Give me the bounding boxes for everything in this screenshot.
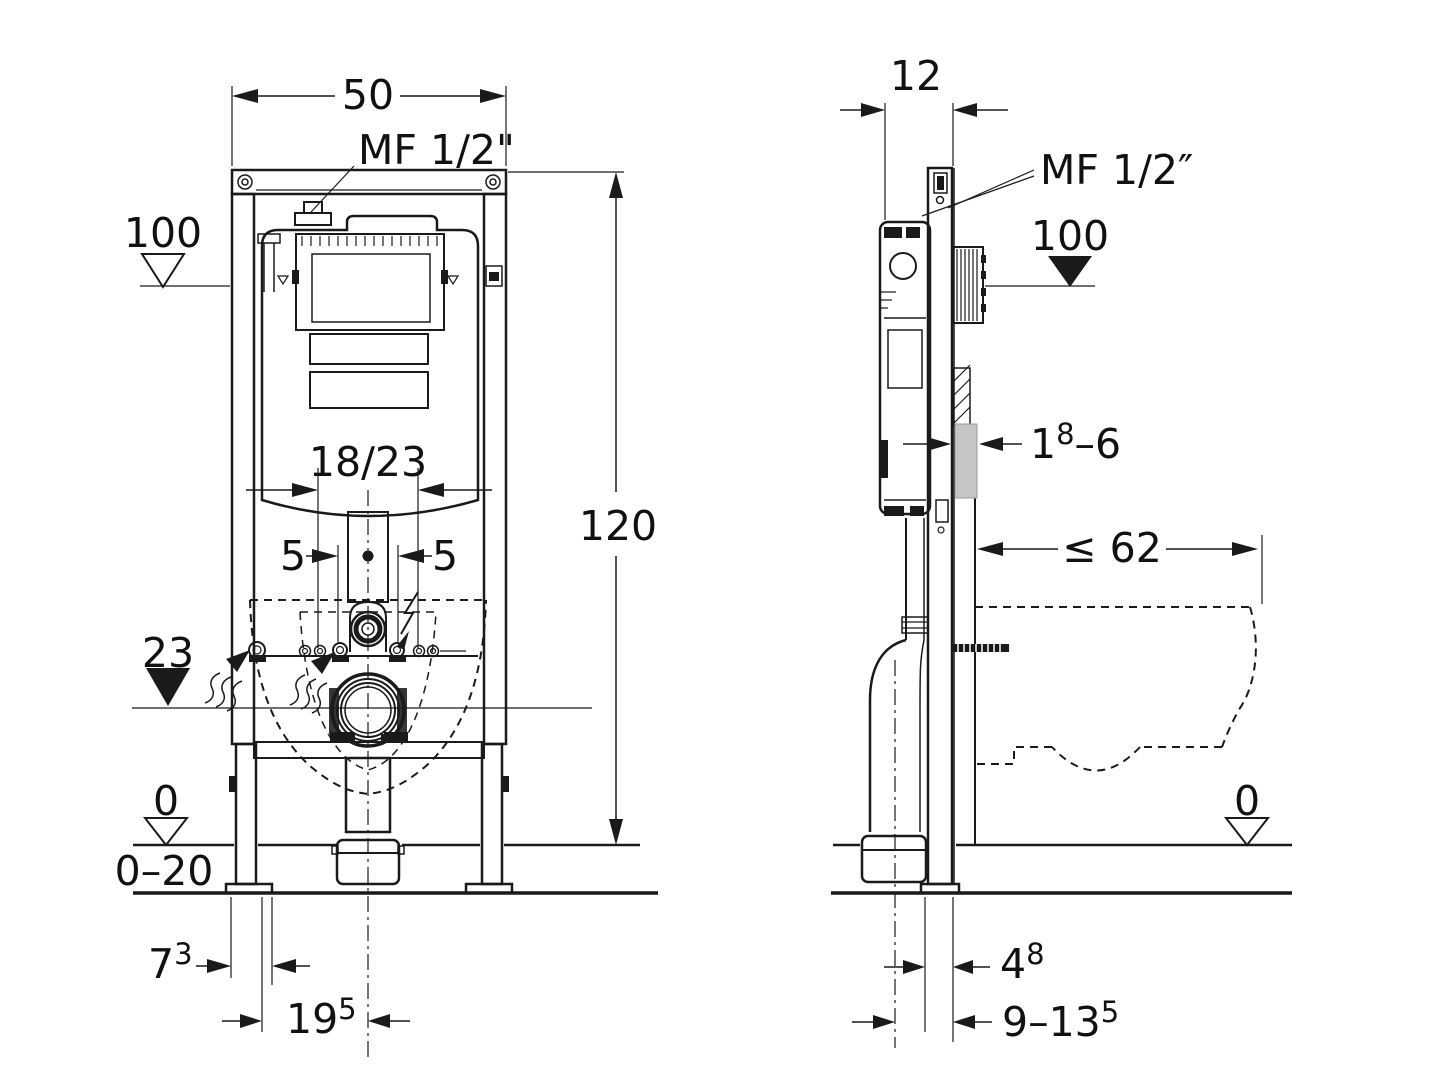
dim-19-5-label: 195 — [286, 992, 357, 1043]
supply-label-side-text: MF 1/2″ — [1040, 146, 1193, 194]
center-reference-dot — [362, 550, 374, 562]
water-level-mark-right — [446, 275, 460, 286]
dim-width-label: 50 — [342, 71, 394, 119]
water-level-mark-left — [276, 275, 290, 286]
front-view: 50 MF 1/2" 100 120 18/23 — [115, 71, 658, 1058]
dim-wall-range-label: 18–6 — [1030, 417, 1121, 468]
level-0-side: 0 — [1223, 777, 1271, 847]
flush-valve-unit — [292, 233, 448, 331]
threaded-rod — [953, 644, 1009, 652]
level-100-label: 100 — [124, 209, 202, 257]
dim-offset-right-label: 5 — [432, 532, 458, 580]
inspection-window-upper — [309, 333, 429, 365]
wavy-arrow-left — [204, 650, 250, 712]
side-view: 12 MF 1/2″ 100 18–6 ≤ 62 — [831, 52, 1292, 1048]
dim-width-50: 50 — [231, 71, 507, 166]
dim-height-120: 120 — [508, 171, 657, 845]
floor-lines-front — [133, 843, 658, 895]
dim-19-5: 195 — [222, 992, 410, 1043]
cistern-side — [878, 220, 932, 516]
inspection-window-lower — [309, 371, 429, 409]
dim-9-13-5-label: 9–135 — [1002, 995, 1119, 1046]
water-supply-fitting — [294, 201, 332, 226]
dim-depth-label: 12 — [890, 52, 942, 100]
dim-offset-left-label: 5 — [280, 532, 306, 580]
dim-offset-left: 5 — [280, 532, 339, 642]
level-100-side: 100 — [985, 212, 1109, 287]
foot-adjust-label: 0–20 — [115, 847, 214, 895]
dim-4-8: 48 — [884, 660, 1045, 1048]
dim-offset-right: 5 — [397, 532, 458, 642]
dim-wall-range: 18–6 — [903, 417, 1121, 468]
dim-max-span: ≤ 62 — [977, 524, 1263, 604]
dim-7-3: 73 — [148, 897, 310, 1032]
floor-lines-side — [831, 843, 1292, 895]
level-100-side-label: 100 — [1031, 212, 1109, 260]
wavy-arrow-right — [289, 652, 335, 714]
front-frame — [224, 168, 514, 895]
anchor-rail — [248, 600, 478, 662]
level-23: 23 — [142, 629, 194, 706]
wall-finish-block — [954, 423, 978, 499]
flush-plate-box — [952, 246, 986, 324]
dim-4-8-label: 48 — [1000, 937, 1045, 988]
dim-height-label: 120 — [579, 502, 657, 550]
wc-pan-outline-side — [975, 606, 1257, 772]
dim-max-span-label: ≤ 62 — [1062, 524, 1162, 572]
drain-connection — [329, 672, 407, 748]
supply-label-text: MF 1/2" — [358, 126, 515, 174]
supply-label-side: MF 1/2″ — [921, 146, 1193, 217]
outlet-box-side — [860, 834, 928, 884]
supply-label-front: MF 1/2" — [310, 126, 515, 213]
lightning-icon — [397, 591, 419, 650]
wall-section — [952, 364, 978, 499]
level-100-front: 100 — [124, 209, 230, 289]
overflow-pipe — [257, 233, 281, 292]
flush-pipe-elbow — [860, 518, 929, 884]
rail-service-box — [485, 265, 503, 287]
dim-7-3-label: 73 — [148, 937, 193, 988]
level-0-front: 0 — [142, 777, 190, 847]
dim-anchor-label: 18/23 — [309, 438, 427, 486]
dim-9-13-5: 9–135 — [852, 995, 1119, 1046]
dim-depth-12: 12 — [840, 52, 1008, 220]
